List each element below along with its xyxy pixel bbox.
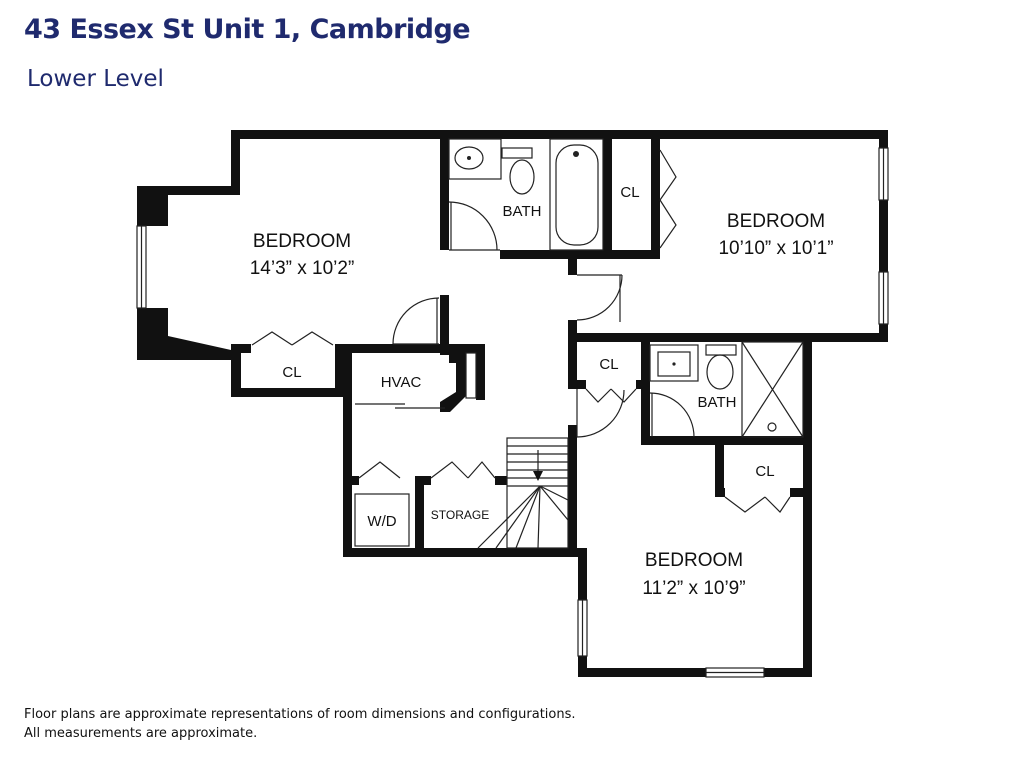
closet-center-label: CL bbox=[599, 356, 618, 373]
interior-walls bbox=[231, 130, 812, 557]
storage-label: STORAGE bbox=[431, 508, 489, 522]
staircase bbox=[477, 437, 569, 549]
bedroom-east-label: BEDROOM bbox=[727, 211, 825, 232]
bedroom-west-dims: 14’3” x 10’2” bbox=[250, 258, 355, 279]
bedroom-south-label: BEDROOM bbox=[645, 550, 743, 571]
bedroom-east-dims: 10’10” x 10’1” bbox=[718, 238, 833, 259]
page-title: 43 Essex St Unit 1, Cambridge bbox=[24, 14, 471, 45]
washer-dryer-unit bbox=[354, 493, 410, 547]
disclaimer: Floor plans are approximate representati… bbox=[24, 705, 576, 743]
laundry-label: W/D bbox=[367, 513, 396, 530]
doors bbox=[251, 149, 791, 513]
floor-level-subtitle: Lower Level bbox=[27, 66, 164, 92]
closet-east-label: CL bbox=[620, 184, 639, 201]
exterior-walls bbox=[136, 130, 889, 678]
hvac-label: HVAC bbox=[381, 374, 422, 391]
bath-south-fixtures bbox=[649, 341, 804, 438]
bath-south-label: BATH bbox=[698, 394, 737, 411]
closet-south-label: CL bbox=[755, 463, 774, 480]
closet-west-label: CL bbox=[282, 364, 301, 381]
bedroom-south-dims: 11’2” x 10’9” bbox=[642, 578, 745, 599]
bath-north-label: BATH bbox=[503, 203, 542, 220]
disclaimer-line-2: All measurements are approximate. bbox=[24, 726, 258, 741]
bedroom-west-label: BEDROOM bbox=[253, 231, 351, 252]
bath-north-fixtures bbox=[448, 138, 604, 251]
disclaimer-line-1: Floor plans are approximate representati… bbox=[24, 707, 576, 722]
